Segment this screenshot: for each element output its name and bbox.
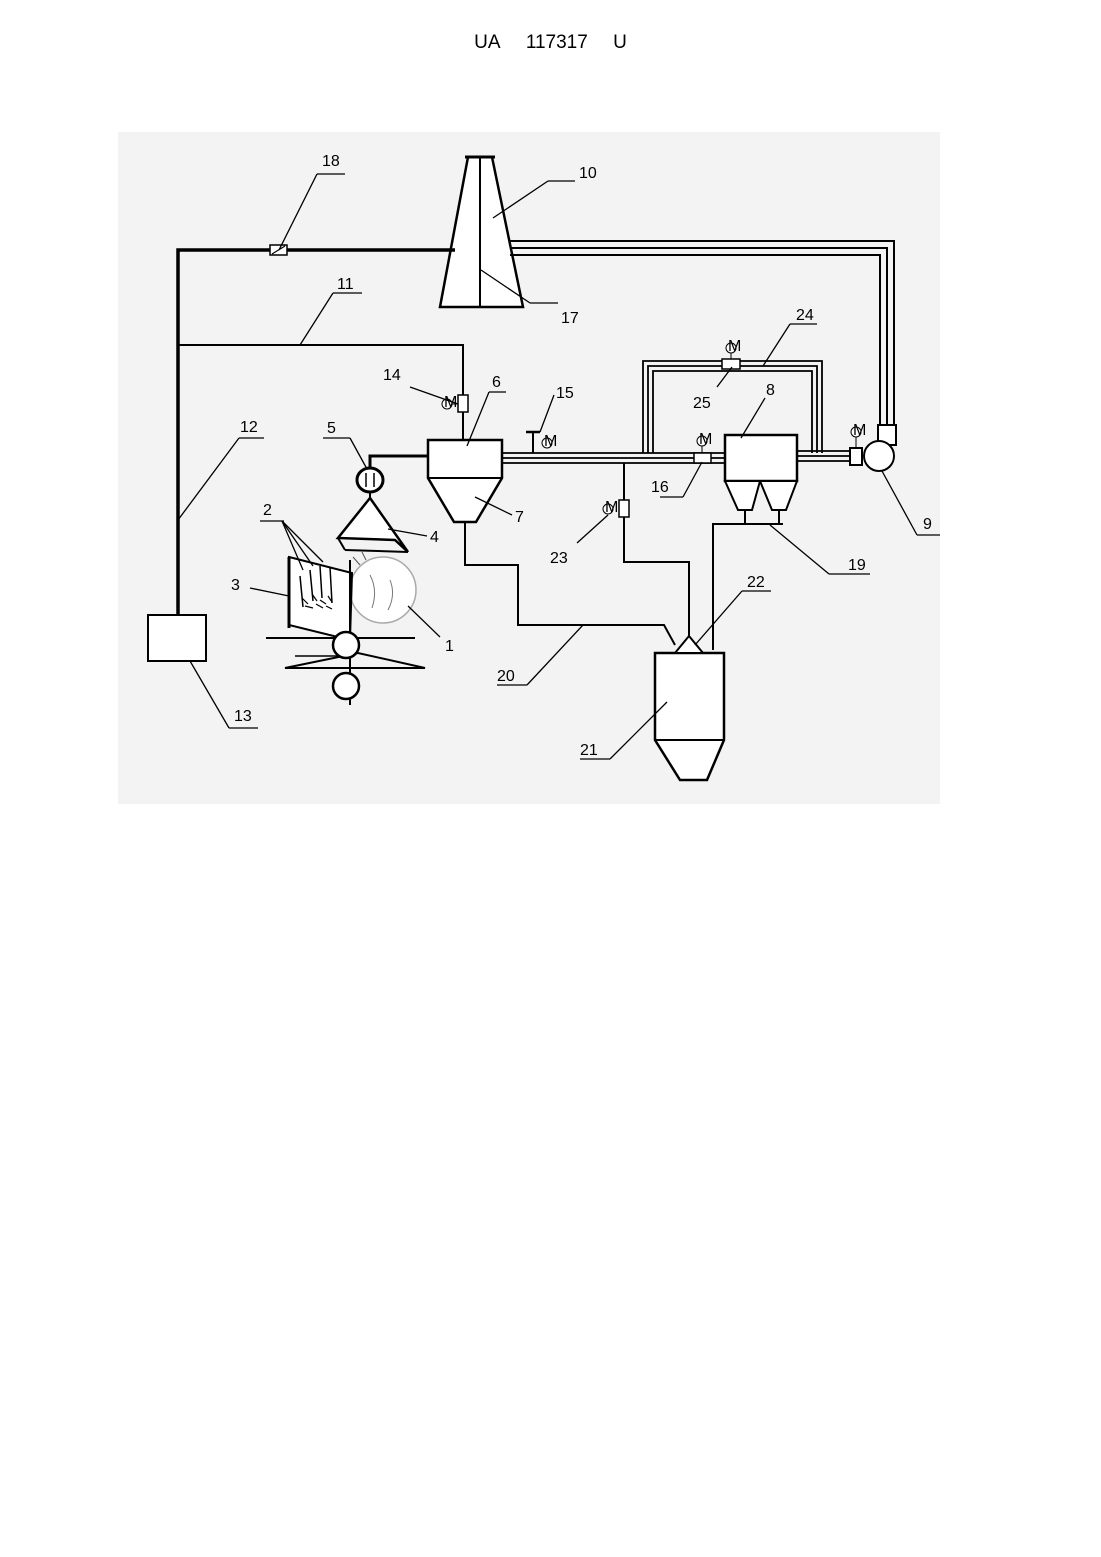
label-25: 25: [693, 395, 711, 412]
label-23: 23: [550, 550, 568, 567]
roller-lower: [333, 673, 359, 699]
label-15: 15: [556, 385, 574, 402]
label-6: 6: [492, 374, 501, 391]
valve-23: [619, 500, 629, 517]
label-22: 22: [747, 574, 765, 591]
label-20: 20: [497, 668, 515, 685]
label-18: 18: [322, 153, 340, 170]
scan-background: [118, 132, 940, 804]
label-19: 19: [848, 557, 866, 574]
label-17: 17: [561, 310, 579, 327]
label-7: 7: [515, 509, 524, 526]
motor-symbol-25: M: [728, 338, 741, 355]
label-10: 10: [579, 165, 597, 182]
roll-1: [350, 557, 416, 623]
motor-symbol-14: M: [444, 394, 457, 411]
storage-hopper: [655, 636, 724, 780]
valve-14: [458, 395, 468, 412]
label-14: 14: [383, 367, 401, 384]
label-24: 24: [796, 307, 814, 324]
label-2: 2: [263, 502, 272, 519]
unit-13: [148, 615, 206, 661]
label-11: 11: [337, 276, 354, 293]
motor-symbol-9: M: [853, 422, 866, 439]
label-13: 13: [234, 708, 252, 725]
label-5: 5: [327, 420, 336, 437]
label-3: 3: [231, 577, 240, 594]
label-1: 1: [445, 638, 454, 655]
label-21: 21: [580, 742, 598, 759]
label-9: 9: [923, 516, 932, 533]
motor-symbol-16: M: [699, 431, 712, 448]
motor-symbol-15: M: [544, 433, 557, 450]
label-12: 12: [240, 419, 258, 436]
label-8: 8: [766, 382, 775, 399]
valve-16: [694, 453, 711, 463]
roller-upper: [333, 632, 359, 658]
suction-fan-5: [357, 468, 383, 492]
motor-symbol-23: M: [605, 499, 618, 516]
label-4: 4: [430, 529, 439, 546]
label-16: 16: [651, 479, 669, 496]
